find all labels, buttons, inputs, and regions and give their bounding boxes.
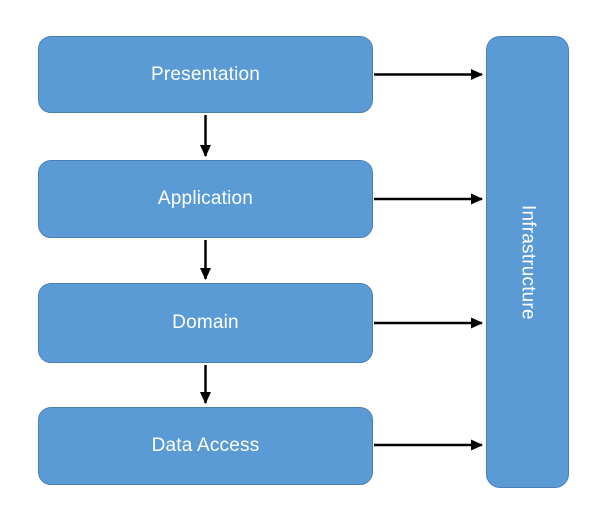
layer-box-data-access: Data Access xyxy=(38,407,373,485)
layer-box-application: Application xyxy=(38,160,373,238)
layer-label-data-access: Data Access xyxy=(151,435,260,456)
layer-label-presentation: Presentation xyxy=(150,63,261,85)
infrastructure-box: Infrastructure xyxy=(486,36,569,488)
layer-label-domain: Domain xyxy=(172,312,239,333)
layer-box-domain: Domain xyxy=(38,283,373,363)
layer-label-application: Application xyxy=(157,188,254,209)
layer-box-presentation: Presentation xyxy=(38,36,373,113)
infrastructure-label: Infrastructure xyxy=(517,204,539,320)
